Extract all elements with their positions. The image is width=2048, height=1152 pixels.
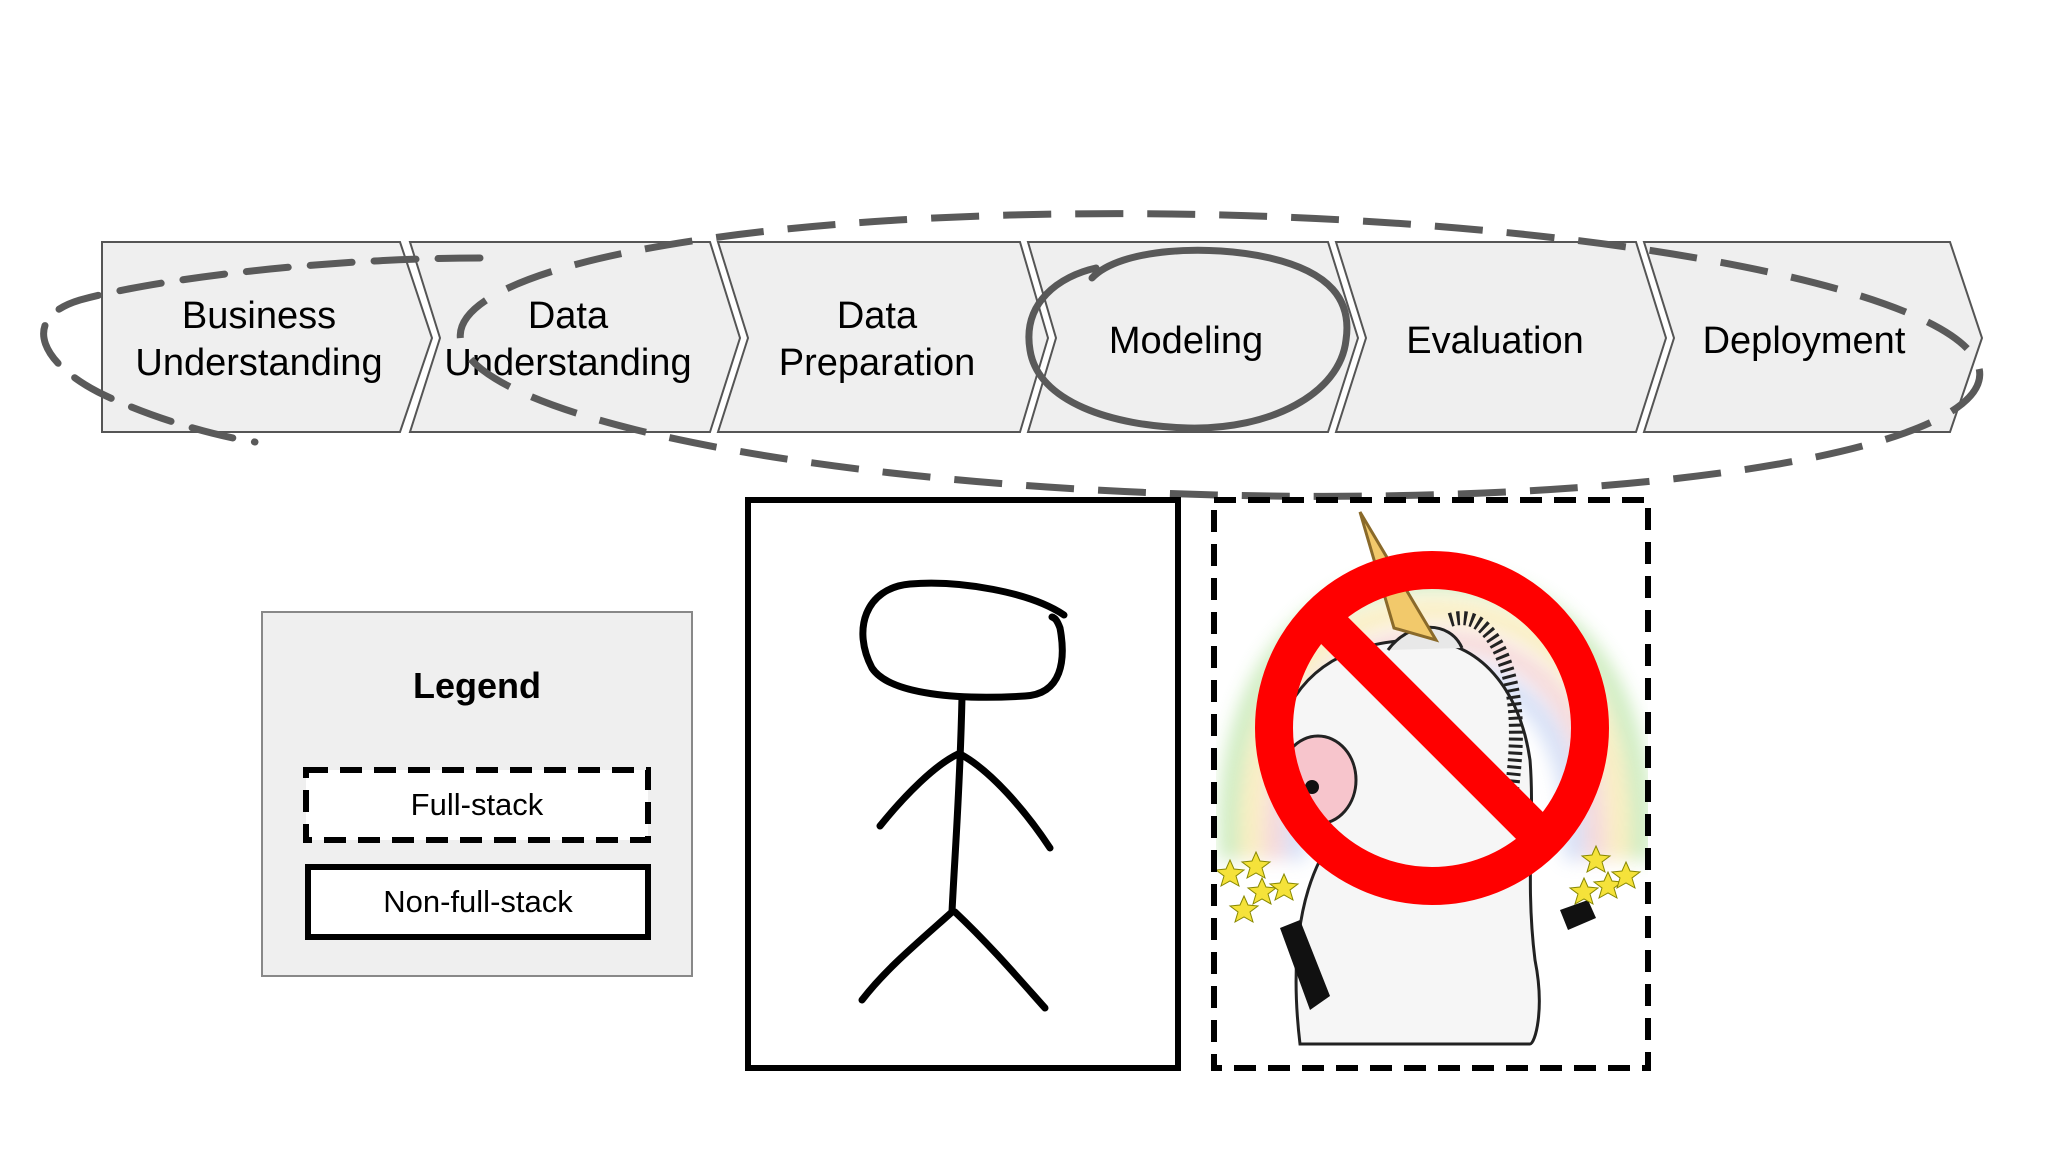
legend-full-stack-swatch [303, 767, 651, 843]
stage-evaluation: Evaluation [1334, 241, 1668, 433]
stage-label: Deployment [1703, 320, 1906, 362]
unicorn-hoof-left [1280, 920, 1330, 1010]
stick-figure-icon [858, 579, 1068, 1012]
unicorn-nostril [1305, 780, 1319, 794]
stick-figure-panel [745, 497, 1181, 1071]
legend-full-stack-label: Full-stack [411, 787, 544, 822]
chevron-shape [1642, 241, 1984, 433]
legend-non-full-stack-label: Non-full-stack [383, 884, 573, 919]
legend-title: Legend [413, 665, 541, 706]
prohibition-sign-icon [1255, 551, 1609, 905]
chevron-shape [1026, 241, 1360, 433]
stage-label: Modeling [1109, 320, 1263, 362]
full-stack-ellipse-small [40, 254, 484, 446]
stage-label: Evaluation [1406, 320, 1583, 362]
panel-border-dashed [1211, 497, 1651, 1071]
unicorn-hoof-right [1560, 900, 1596, 930]
sparkle-stars-icon [1216, 844, 1642, 924]
legend: Legend Full-stack Non-full-stack [261, 611, 693, 977]
stage-deployment: Deployment [1642, 241, 1984, 433]
chevron-shape [408, 241, 742, 433]
prohibition-ring [1255, 551, 1609, 905]
chevron-shape [101, 241, 434, 433]
chevron-shape [716, 241, 1050, 433]
unicorn-panel [1211, 497, 1651, 1071]
unicorn-icon [1216, 511, 1648, 1046]
stage-modeling: Modeling [1026, 241, 1360, 433]
modeling-circle [1025, 246, 1351, 432]
chevron-shape [1334, 241, 1668, 433]
panel-border-solid [745, 497, 1181, 1071]
legend-non-full-stack-swatch [305, 864, 651, 940]
prohibition-slash [1310, 606, 1554, 850]
unicorn-mane [1447, 611, 1523, 791]
full-stack-ellipse-large [456, 210, 1984, 500]
